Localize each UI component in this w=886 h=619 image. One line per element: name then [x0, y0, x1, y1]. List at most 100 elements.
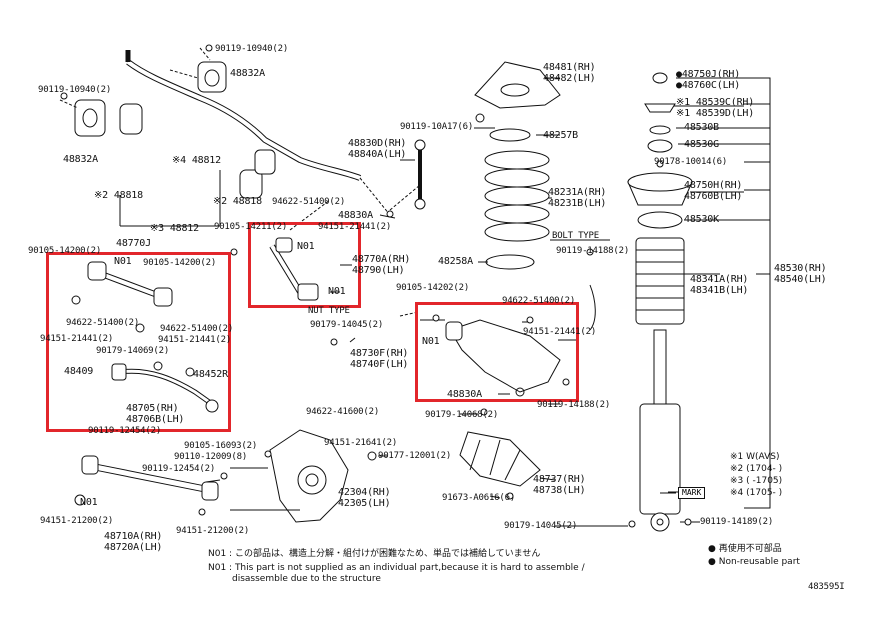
label-n01-d: N01 — [422, 336, 440, 347]
fasteners — [60, 44, 692, 528]
label-48231b: 48231B(LH) — [548, 198, 607, 209]
label-94151-21441-top: 94151-21441(2) — [318, 222, 392, 232]
footnote-k3: ※3 ( -1705) — [730, 476, 783, 486]
label-90105-14211: 90105-14211(2) — [214, 222, 288, 232]
label-48790: 48790(LH) — [352, 265, 405, 276]
legend-nonreuse-jp: ● 再使用不可部品 — [708, 544, 782, 554]
label-48830a-bottom: 48830A — [447, 389, 482, 400]
label-94151-21200-l: 94151-21200(2) — [40, 516, 114, 526]
upper-support-48481 — [474, 61, 561, 109]
label-90179-14045-top: 90179-14045(2) — [310, 320, 384, 330]
label-90105-14200-left: 90105-14200(2) — [28, 246, 102, 256]
label-48812-b: ※3 48812 — [150, 223, 199, 234]
label-n01-a: N01 — [114, 256, 132, 267]
label-48818-a: ※2 48818 — [94, 190, 143, 201]
label-48832a-top: 48832A — [230, 68, 265, 79]
label-n01-e: N01 — [80, 497, 98, 508]
label-90105-16093: 90105-16093(2) — [184, 441, 258, 451]
label-48530: 48530(RH) — [774, 263, 827, 274]
label-91673-a0616: 91673-A0616(6) — [442, 493, 516, 503]
label-94622-41600: 94622-41600(2) — [306, 407, 380, 417]
label-48840a: 48840A(LH) — [348, 149, 407, 160]
label-48540: 48540(LH) — [774, 274, 827, 285]
label-90179-14069: 90179-14069(2) — [96, 346, 170, 356]
label-94622-51400-top: 94622-51400(2) — [272, 197, 346, 207]
legend-n01-jp: N01 : この部品は、構造上分解・組付けが困難なため、単品では補給していません — [208, 549, 541, 559]
label-94622-51400-m: 94622-51400(2) — [160, 324, 234, 334]
label-90177-12001: 90177-12001(2) — [378, 451, 452, 461]
label-n01-c: N01 — [328, 286, 346, 297]
highlight-box-arm-48730f — [415, 302, 579, 402]
label-48257b: 48257B — [543, 130, 578, 141]
label-48720a: 48720A(LH) — [104, 542, 163, 553]
label-94151-21641: 94151-21641(2) — [324, 438, 398, 448]
label-n01-b: N01 — [297, 241, 315, 252]
footnote-k1: ※1 W(AVS) — [730, 452, 780, 462]
label-48760c: ●48760C(LH) — [676, 80, 741, 91]
label-42304: 42304(RH) — [338, 487, 391, 498]
label-48409: 48409 — [64, 366, 94, 377]
label-48750j: ●48750J(RH) — [676, 69, 741, 80]
label-bolt-type: BOLT TYPE — [552, 231, 599, 241]
coil-spring-48231 — [484, 150, 550, 242]
label-48830d: 48830D(RH) — [348, 138, 407, 149]
label-48830a-top: 48830A — [338, 210, 373, 221]
label-48738: 48738(LH) — [533, 485, 586, 496]
label-48760b: 48760B(LH) — [684, 191, 743, 202]
label-48812-a: ※4 48812 — [172, 155, 221, 166]
label-90119-10a17: 90119-10A17(6) — [400, 122, 474, 132]
highlight-box-arm-48770a — [248, 222, 361, 308]
label-48770a: 48770A(RH) — [352, 254, 411, 265]
arm-48730f — [449, 319, 561, 393]
label-48452r: 48452R — [193, 369, 228, 380]
label-90119-12454-top: 90119-12454(2) — [88, 426, 162, 436]
label-48750h: 48750H(RH) — [684, 180, 743, 191]
label-94151-21200-r: 94151-21200(2) — [176, 526, 250, 536]
label-nut-type: NUT TYPE — [308, 306, 350, 316]
label-90179-14068: 90179-14068(2) — [425, 410, 499, 420]
label-90110-12009: 90110-12009(8) — [174, 452, 248, 462]
bracket-48832a-top — [197, 61, 227, 93]
label-94151-21441-r: 94151-21441(2) — [523, 327, 597, 337]
legend-n01-en-2: disassemble due to the structure — [232, 574, 381, 584]
spring-seat-48258a — [485, 254, 535, 270]
label-90119-14189: 90119-14189(2) — [700, 517, 774, 527]
label-48706b: 48706B(LH) — [126, 414, 185, 425]
label-94622-51400-l: 94622-51400(2) — [66, 318, 140, 328]
label-48710a: 48710A(RH) — [104, 531, 163, 542]
label-48530b: 48530B — [684, 122, 719, 133]
label-42305: 42305(LH) — [338, 498, 391, 509]
label-48341a: 48341A(RH) — [690, 274, 749, 285]
label-90119-10940-top: 90119-10940(2) — [215, 44, 289, 54]
label-48730f: 48730F(RH) — [350, 348, 409, 359]
label-90105-14202: 90105-14202(2) — [396, 283, 470, 293]
label-48832a-left: 48832A — [63, 154, 98, 165]
label-48818-b: ※2 48818 — [213, 196, 262, 207]
label-48530k: 48530K — [684, 214, 719, 225]
label-48539d: ※1 48539D(LH) — [676, 108, 755, 119]
label-90105-14200-mid: 90105-14200(2) — [143, 258, 217, 268]
label-90119-12454-b: 90119-12454(2) — [142, 464, 216, 474]
label-94622-51400-r: 94622-51400(2) — [502, 296, 576, 306]
label-48482: 48482(LH) — [543, 73, 596, 84]
label-48539c: ※1 48539C(RH) — [676, 97, 755, 108]
label-48341b: 48341B(LH) — [690, 285, 749, 296]
label-94151-21441-l: 94151-21441(2) — [40, 334, 114, 344]
label-48530g: 48530G — [684, 139, 719, 150]
highlight-box-left-arms — [46, 252, 231, 432]
label-48258a: 48258A — [438, 256, 473, 267]
bracket-48832a-left — [74, 99, 106, 137]
knuckle-42304 — [269, 429, 349, 523]
label-mark: MARK — [678, 487, 706, 499]
legend-nonreuse-en: ● Non-reusable part — [708, 557, 800, 567]
legend-n01-en-1: N01 : This part is not supplied as an in… — [208, 563, 585, 573]
label-48481: 48481(RH) — [543, 62, 596, 73]
footnote-k4: ※4 (1705- ) — [730, 488, 783, 498]
shock-absorber-48530 — [627, 72, 693, 532]
diagram-id: 483595I — [808, 582, 845, 592]
label-90119-14188-top: 90119-14188(2) — [556, 246, 630, 256]
label-48737: 48737(RH) — [533, 474, 586, 485]
label-94151-21441-m: 94151-21441(2) — [158, 335, 232, 345]
